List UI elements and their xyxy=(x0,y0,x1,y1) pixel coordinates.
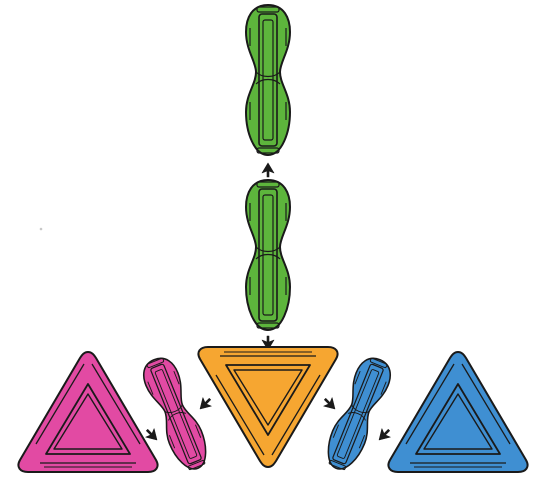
speck xyxy=(40,228,43,231)
arrow-orange-to-magenta-link-icon xyxy=(196,395,214,413)
blue-link xyxy=(320,353,396,474)
arrow-up-icon xyxy=(262,163,274,177)
arrow-blue-triangle-to-link-icon xyxy=(375,426,393,444)
arrow-orange-to-blue-link-icon xyxy=(321,395,339,413)
magenta-triangle xyxy=(18,352,157,472)
orange-triangle xyxy=(198,347,337,467)
blue-triangle xyxy=(388,352,527,472)
green-link-top xyxy=(246,5,290,155)
green-link-middle xyxy=(246,180,290,330)
